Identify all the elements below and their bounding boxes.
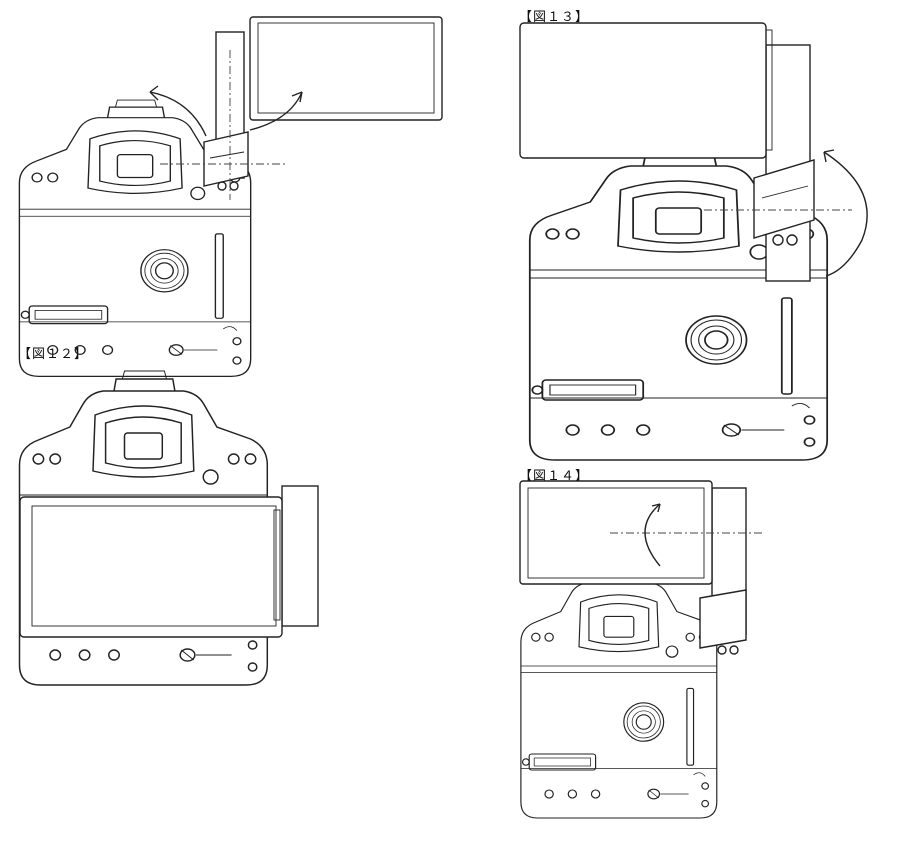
lcd-screen-fig13 (519, 22, 767, 159)
rotation-arrow-fig13 (823, 151, 868, 277)
hinge-block-fig14 (699, 589, 747, 649)
lcd-screen-stowed-fig12 (19, 496, 283, 638)
grip-column-fig12 (281, 485, 319, 627)
rotation-arrow-left (149, 91, 207, 137)
rotation-arc-fig14 (644, 503, 661, 567)
figure-14-drawing (520, 566, 718, 819)
rotation-arrow-right (249, 91, 303, 131)
lcd-screen-fig14 (519, 480, 713, 585)
lcd-screen-fig11 (249, 16, 443, 121)
fig13-label: 【図１３】 (519, 10, 590, 25)
hinge-block-fig11 (203, 131, 249, 187)
hinge-block-fig13 (753, 159, 815, 239)
fig14-label: 【図１４】 (519, 469, 590, 484)
